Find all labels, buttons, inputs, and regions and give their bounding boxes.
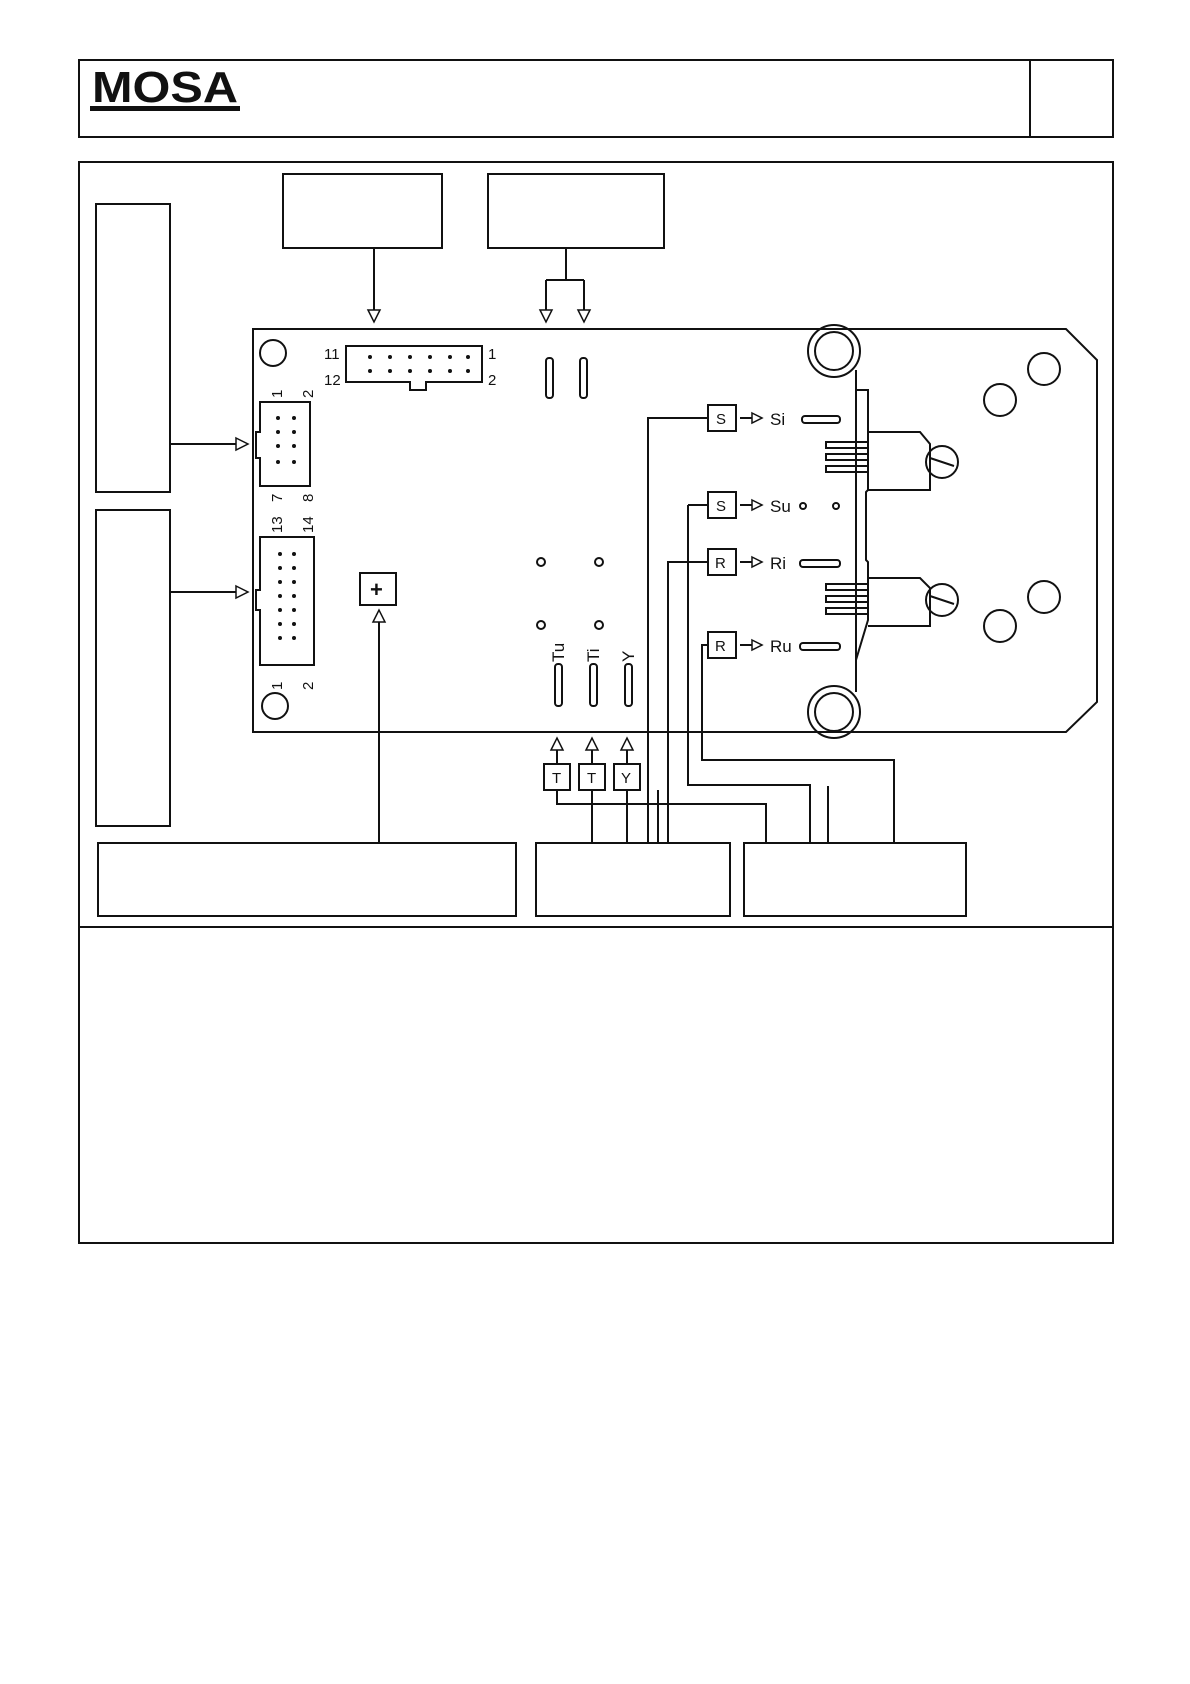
callout-box-top-2 (487, 173, 665, 249)
test-point-label: Ti (584, 648, 603, 662)
component-label: Ri (770, 554, 786, 573)
mosa-logo: MOSA (90, 66, 240, 112)
callout-box-bottom-3 (743, 842, 967, 917)
test-box-label: Y (621, 770, 631, 787)
pcb-outline (252, 328, 1098, 733)
trimmer (359, 572, 397, 606)
component-label: Si (770, 410, 785, 429)
callout-box-left-upper (95, 203, 171, 493)
pin-label: 1 (269, 390, 286, 398)
pin-label: 2 (488, 372, 496, 389)
pin-label: 1 (488, 346, 496, 363)
component-box-label: R (715, 555, 726, 572)
mounting-hole (983, 609, 1017, 643)
pin-label: 2 (300, 390, 317, 398)
component-box-label: S (716, 411, 726, 428)
pin-label: 2 (300, 682, 317, 690)
mounting-hole (259, 339, 287, 367)
callout-box-left-lower (95, 509, 171, 827)
pin-label: 8 (300, 494, 317, 502)
mounting-hole (983, 383, 1017, 417)
pin-label: 12 (324, 372, 341, 389)
mounting-hole (261, 692, 289, 720)
mounting-hole (1027, 580, 1061, 614)
component-label: Su (770, 497, 791, 516)
trimmer-symbol: + (370, 577, 383, 602)
description-frame (78, 926, 1114, 1244)
test-box-label: T (587, 770, 596, 787)
test-box-label: T (552, 770, 561, 787)
pin-label: 14 (300, 516, 317, 533)
pin-label: 11 (324, 346, 340, 363)
callout-box-bottom-2 (535, 842, 731, 917)
connector-top (345, 345, 483, 391)
mounting-hole (1027, 352, 1061, 386)
test-point-label: Tu (549, 643, 568, 662)
connector-left-lower (255, 536, 315, 666)
pin-label: 13 (269, 516, 286, 533)
pin-label: 7 (269, 494, 286, 502)
logo-text: MOSA (92, 66, 238, 112)
pin-label: 1 (269, 682, 286, 690)
header-frame (78, 59, 1114, 138)
component-label: Ru (770, 637, 792, 656)
callout-box-top-1 (282, 173, 443, 249)
header-right-cell (1029, 59, 1031, 138)
test-point-label: Y (619, 651, 638, 662)
component-box-label: S (716, 498, 726, 515)
component-box-label: R (715, 638, 726, 655)
callout-box-bottom-1 (97, 842, 517, 917)
connector-left-upper (255, 401, 311, 487)
